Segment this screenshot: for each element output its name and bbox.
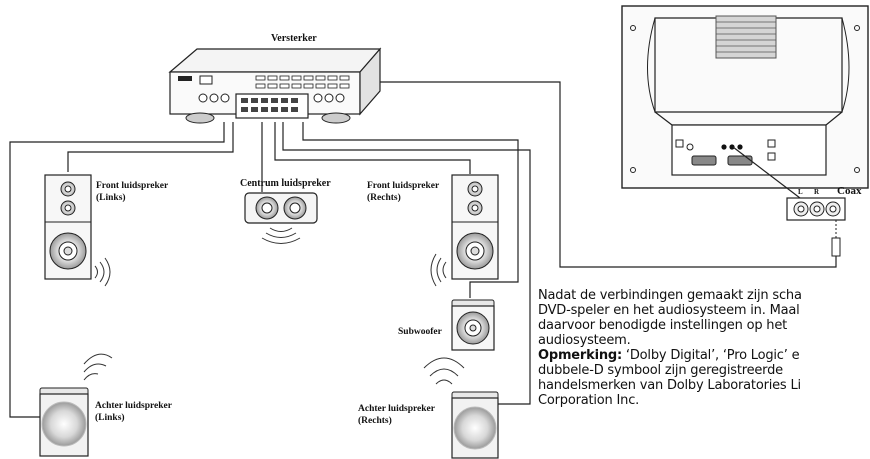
rear-right-label-2: (Rechts) [358, 415, 392, 426]
text-line-1: Nadat de verbindingen gemaakt zijn scha [538, 288, 802, 303]
subwoofer [451, 299, 495, 351]
rear-left-label-2: (Links) [95, 412, 125, 423]
jack-r-label: R [814, 188, 820, 196]
tv-audio-cable [732, 146, 801, 199]
front-right-speaker [430, 174, 499, 287]
amplifier-label: Versterker [271, 33, 317, 44]
note-label: Opmerking: [538, 348, 622, 363]
center-speaker [244, 192, 318, 244]
text-line-8: Corporation Inc. [538, 393, 640, 408]
rear-left-speaker [39, 353, 113, 457]
front-right-label-2: (Rechts) [367, 192, 401, 203]
front-right-label-1: Front luidspreker [367, 181, 440, 191]
rear-right-label-1: Achter luidspreker [358, 404, 436, 414]
text-line-6: dubbele-D symbool zijn geregistreerde [538, 363, 783, 378]
subwoofer-label: Subwoofer [398, 327, 443, 337]
rear-left-label-1: Achter luidspreker [95, 401, 173, 411]
instruction-text: Nadat de verbindingen gemaakt zijn scha … [538, 288, 870, 408]
amplifier [168, 47, 382, 124]
center-label: Centrum luidspreker [240, 178, 331, 189]
speaker-wires [9, 81, 837, 418]
front-left-label-1: Front luidspreker [96, 181, 169, 191]
text-line-4: audiosysteem. [538, 333, 631, 348]
front-left-label-2: (Links) [96, 192, 126, 203]
text-line-2: DVD-speler en het audiosysteem in. Maal [538, 303, 800, 318]
text-line-3: daarvoor benodigde instellingen op het [538, 318, 788, 333]
note-text: ‘Dolby Digital’, ‘Pro Logic’ e [622, 348, 800, 363]
coax-label: Coax [837, 185, 862, 197]
coax-jack-panel [786, 197, 846, 257]
tv-rear [621, 5, 869, 189]
text-line-5: Opmerking: ‘Dolby Digital’, ‘Pro Logic’ … [538, 348, 870, 363]
rear-right-speaker [423, 357, 499, 459]
front-left-speaker [44, 174, 111, 287]
text-line-7: handelsmerken van Dolby Laboratories Li [538, 378, 801, 393]
jack-l-label: L [798, 188, 803, 196]
